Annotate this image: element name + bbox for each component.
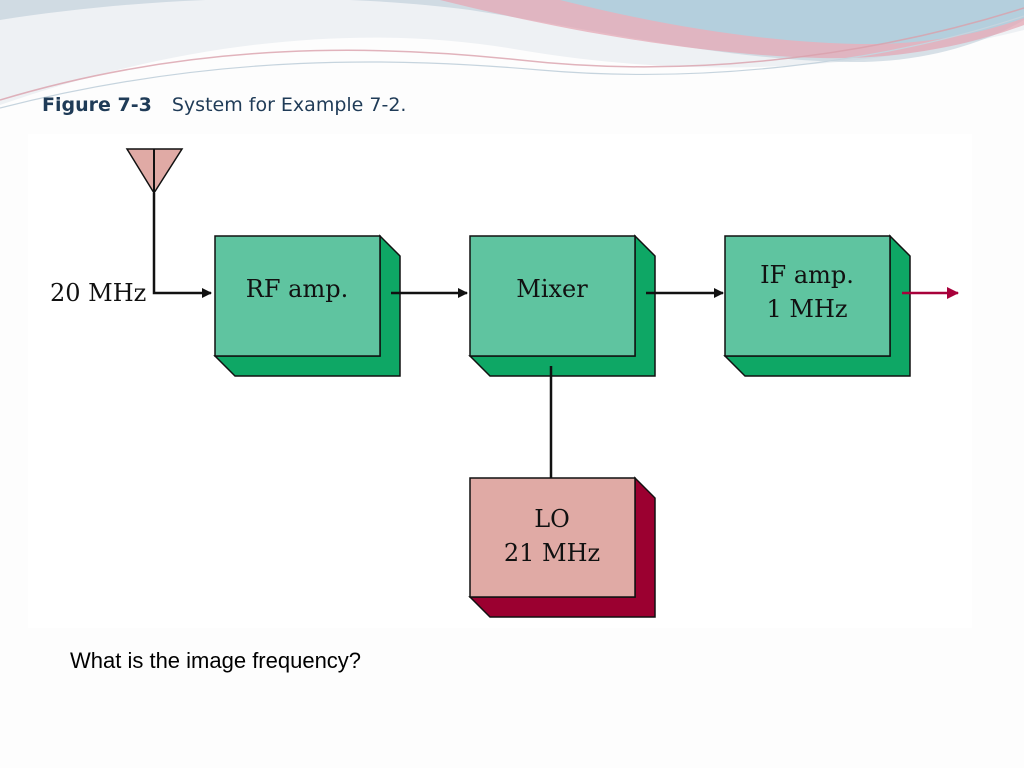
input-frequency-label: 20 MHz bbox=[50, 279, 146, 307]
mixer-label: Mixer bbox=[516, 275, 588, 303]
rf-amp-block: RF amp. bbox=[213, 234, 401, 377]
decorative-wave-header bbox=[0, 0, 1024, 109]
rf-amp-label: RF amp. bbox=[246, 275, 348, 303]
if-amp-block: IF amp. 1 MHz bbox=[723, 234, 911, 377]
figure-label: Figure 7-3 bbox=[42, 94, 152, 116]
if-amp-label: IF amp. bbox=[760, 261, 854, 289]
lo-frequency-label: 21 MHz bbox=[504, 539, 600, 567]
if-frequency-label: 1 MHz bbox=[766, 295, 847, 323]
figure-title: System for Example 7-2. bbox=[171, 94, 407, 116]
lo-label: LO bbox=[534, 505, 570, 533]
question-text: What is the image frequency? bbox=[70, 648, 362, 673]
figure-caption: Figure 7-3 System for Example 7-2. bbox=[42, 94, 406, 116]
lo-block: LO 21 MHz bbox=[468, 476, 656, 618]
antenna-icon bbox=[125, 148, 212, 298]
mixer-block: Mixer bbox=[468, 234, 656, 377]
